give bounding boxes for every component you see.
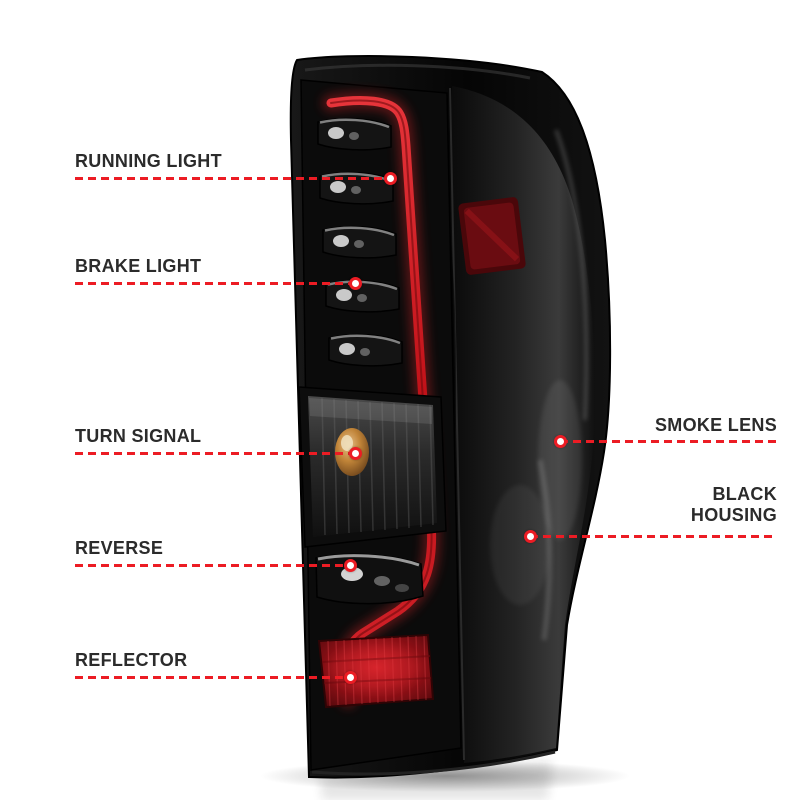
reflector bbox=[317, 633, 435, 709]
callout-line-brake-light bbox=[75, 282, 355, 285]
turn-signal-section bbox=[298, 386, 447, 548]
callout-label-brake-light: BRAKE LIGHT bbox=[75, 256, 202, 276]
callout-line-smoke-lens bbox=[560, 440, 777, 443]
callout-dot-reverse bbox=[344, 559, 357, 572]
callout-line-running-light bbox=[75, 177, 390, 180]
callout-dot-reflector bbox=[344, 671, 357, 684]
callout-dot-brake-light bbox=[349, 277, 362, 290]
callout-label-black-housing: BLACK HOUSING bbox=[690, 484, 777, 525]
callout-dot-black-housing bbox=[524, 530, 537, 543]
callout-line-turn-signal bbox=[75, 452, 355, 455]
callout-line-reverse bbox=[75, 564, 350, 567]
callout-label-smoke-lens: SMOKE LENS bbox=[654, 415, 777, 435]
side-reflector bbox=[458, 197, 526, 275]
callout-dot-turn-signal bbox=[349, 447, 362, 460]
smoke-lens-side bbox=[444, 86, 596, 763]
callout-label-reflector: REFLECTOR bbox=[75, 650, 188, 670]
callout-label-running-light: RUNNING LIGHT bbox=[75, 151, 222, 171]
reverse-light bbox=[315, 553, 424, 605]
callout-dot-smoke-lens bbox=[554, 435, 567, 448]
callout-label-reverse: REVERSE bbox=[75, 538, 164, 558]
callout-line-black-housing bbox=[530, 535, 777, 538]
callout-label-turn-signal: TURN SIGNAL bbox=[75, 426, 202, 446]
callout-line-reflector bbox=[75, 676, 350, 679]
callout-dot-running-light bbox=[384, 172, 397, 185]
